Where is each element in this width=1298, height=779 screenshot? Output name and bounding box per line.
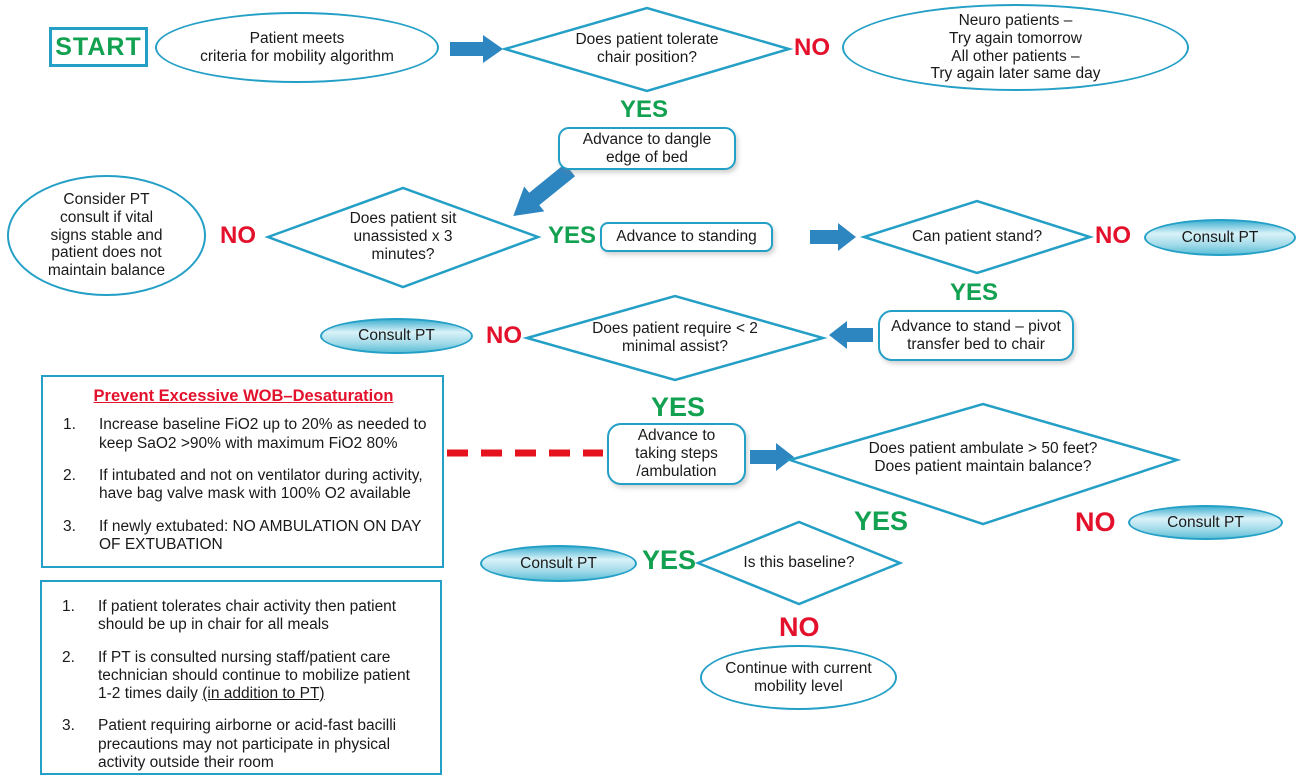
decision-tolerate-chair-diamond — [500, 6, 794, 93]
decision-ambulate-50-feet-diamond — [785, 402, 1182, 526]
no-label: NO — [1075, 507, 1116, 537]
list-number: 3. — [63, 517, 76, 535]
yes-label: YES — [620, 96, 669, 123]
yes-label: YES — [642, 545, 697, 575]
advance-taking-steps-box: Advance to taking steps /ambulation — [607, 423, 746, 485]
patient-meets-criteria-ellipse: Patient meets criteria for mobility algo… — [155, 12, 439, 83]
list-item: If newly extubated: NO AMBULATION ON DAY… — [99, 517, 422, 553]
consult-pt-ellipse: Consult PT — [1144, 219, 1296, 256]
list-number: 2. — [63, 467, 76, 485]
yes-label: YES — [950, 279, 999, 306]
decision-can-stand-label: Can patient stand? — [911, 228, 1043, 246]
general-notes-list: 1. If patient tolerates chair activity t… — [56, 598, 428, 772]
consult-pt-ellipse: Consult PT — [320, 318, 473, 354]
arrow-right-icon — [450, 35, 503, 63]
list-item: Patient requiring airborne or acid-fast … — [98, 717, 397, 771]
wob-note-list: 1. Increase baseline FiO2 up to 20% as n… — [57, 416, 430, 554]
list-number: 1. — [62, 598, 75, 615]
arrow-down-left-shape — [513, 163, 576, 216]
yes-label: YES — [854, 506, 909, 536]
yes-label: YES — [651, 392, 706, 422]
decision-is-baseline-diamond — [694, 520, 904, 606]
list-number: 3. — [62, 717, 75, 735]
neuro-retry-ellipse: Neuro patients – Try again tomorrow All … — [842, 4, 1189, 91]
list-item-underlined-text: (in addition to PT) — [202, 685, 325, 703]
no-label: NO — [1095, 222, 1131, 249]
decision-minimal-assist-diamond — [522, 294, 828, 382]
yes-label: YES — [548, 222, 597, 249]
list-item: If intubated and not on ventilator durin… — [99, 467, 423, 503]
general-notes-box: 1. If patient tolerates chair activity t… — [40, 580, 442, 775]
no-label: NO — [794, 34, 830, 61]
list-number: 2. — [62, 648, 75, 666]
consider-pt-consult-ellipse: Consider PT consult if vital signs stabl… — [7, 175, 206, 296]
advance-dangle-box: Advance to dangle edge of bed — [558, 127, 736, 170]
start-node: START — [49, 27, 148, 67]
continue-current-mobility-ellipse: Continue with current mobility level — [700, 645, 897, 710]
no-label: NO — [220, 222, 256, 249]
decision-minimal-assist-label: Does patient require < 2 minimal assist? — [592, 320, 758, 355]
arrow-right-icon — [810, 223, 856, 251]
advance-standing-box: Advance to standing — [600, 222, 773, 252]
decision-tolerate-chair-label: Does patient tolerate chair position? — [575, 31, 719, 66]
list-item: Increase baseline FiO2 up to 20% as need… — [99, 416, 427, 452]
decision-sit-unassisted-diamond — [264, 186, 542, 289]
decision-sit-unassisted-label: Does patient sit unassisted x 3 minutes? — [349, 210, 457, 263]
arrow-left-icon — [829, 321, 873, 349]
arrow-right-icon — [750, 443, 794, 471]
advance-pivot-transfer-box: Advance to stand – pivot transfer bed to… — [878, 310, 1074, 361]
decision-is-baseline-label: Is this baseline? — [743, 554, 855, 572]
list-item: If PT is consulted nursing staff/patient… — [98, 649, 426, 704]
list-number: 1. — [63, 416, 76, 434]
wob-note-title: Prevent Excessive WOB–Desaturation — [93, 387, 394, 405]
consult-pt-ellipse: Consult PT — [480, 545, 637, 582]
no-label: NO — [486, 322, 522, 349]
list-item-text: If PT is consulted nursing staff/patient… — [98, 648, 410, 703]
list-item: If patient tolerates chair activity then… — [98, 598, 397, 634]
wob-desaturation-note-box: Prevent Excessive WOB–Desaturation 1. In… — [41, 375, 444, 568]
arrow-down-left-icon — [513, 163, 576, 216]
consult-pt-ellipse: Consult PT — [1128, 505, 1283, 540]
decision-can-stand-diamond — [859, 199, 1095, 275]
decision-ambulate-50-feet-label: Does patient ambulate > 50 feet? Does pa… — [868, 440, 1098, 475]
no-label: NO — [779, 612, 820, 642]
